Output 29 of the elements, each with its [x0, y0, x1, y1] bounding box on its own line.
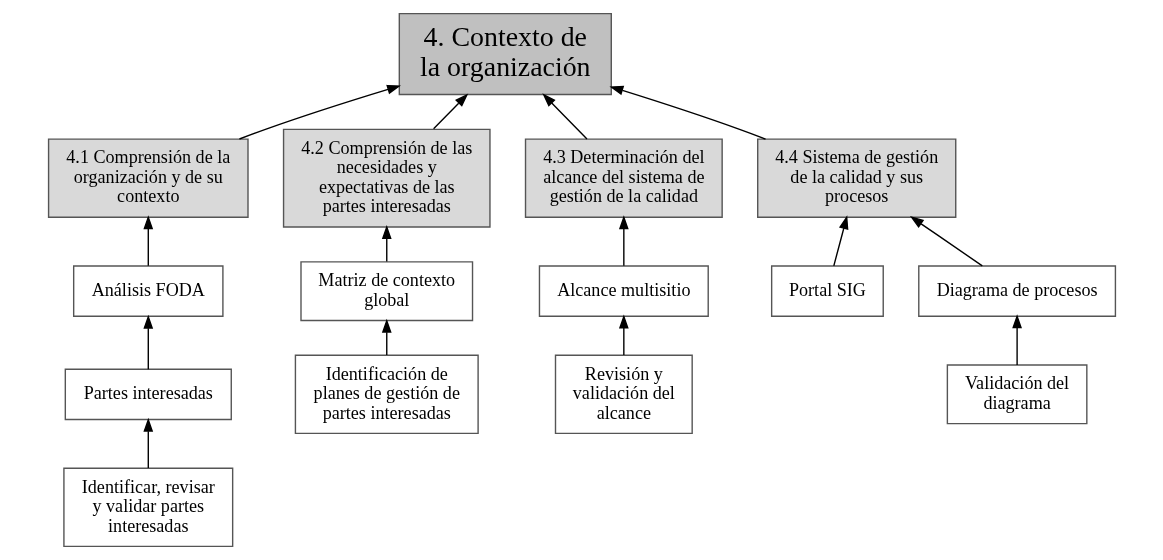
- node-box: 4.1 Comprensión de la organización y de su contexto: [47, 138, 249, 218]
- arrow: [381, 318, 392, 356]
- node-box: Revisión y validación del alcance: [554, 354, 693, 435]
- arrow: [238, 84, 401, 140]
- node-box: Identificación de planes de gestión de partes interesadas: [294, 354, 479, 435]
- node-box: 4.2 Comprensión de las necesidades y expectativas de las partes interesadas: [282, 128, 491, 228]
- node-box: Matriz de contexto global: [299, 261, 473, 322]
- node-box: Diagrama de procesos: [917, 265, 1116, 317]
- node-box: Partes interesadas: [64, 368, 232, 421]
- node-box: 4.3 Determinación del alcance del sistema de gestión de la calidad: [524, 138, 723, 218]
- arrow: [608, 85, 766, 140]
- arrow: [541, 93, 588, 140]
- arrow: [618, 314, 629, 356]
- node-box: Validación del diagrama: [946, 364, 1088, 425]
- node-box: 4.4 Sistema de gestión de la calidad y sus procesos: [756, 138, 956, 218]
- arrow: [909, 216, 983, 267]
- arrow: [142, 215, 153, 267]
- node-box: Análisis FODA: [72, 265, 224, 317]
- arrow: [142, 417, 153, 469]
- node-box: Portal SIG: [770, 265, 884, 317]
- arrow: [432, 93, 468, 130]
- arrow: [142, 314, 153, 370]
- node-box: Identificar, revisar y validar partes interesadas: [62, 467, 233, 548]
- node-box: 4. Contexto de la organización: [398, 12, 612, 96]
- arrow: [832, 215, 848, 267]
- arrow: [1011, 314, 1022, 366]
- node-box: Alcance multisitio: [538, 265, 709, 317]
- arrow: [618, 215, 629, 267]
- arrow: [381, 225, 392, 263]
